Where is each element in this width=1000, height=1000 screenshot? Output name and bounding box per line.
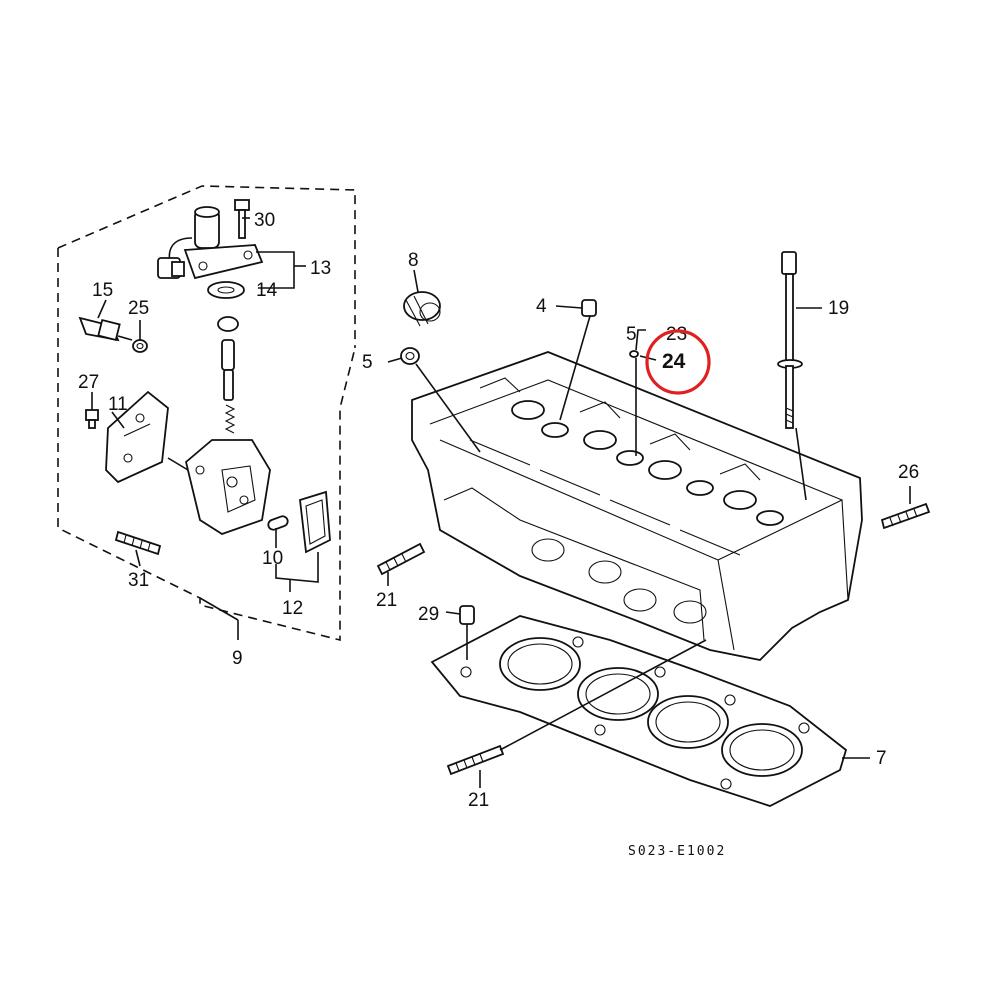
callout-27: 27 bbox=[78, 372, 99, 393]
callout-29: 29 bbox=[418, 604, 439, 625]
cylinder-head-drawing bbox=[411, 351, 863, 661]
callout-5b: 5 bbox=[626, 324, 637, 345]
callout-4: 4 bbox=[536, 296, 547, 317]
callout-7: 7 bbox=[876, 748, 887, 769]
head-bolt-drawing bbox=[777, 251, 803, 429]
callout-5a: 5 bbox=[362, 352, 373, 373]
callout-23: 23 bbox=[666, 324, 687, 345]
callout-14: 14 bbox=[256, 280, 278, 301]
callout-9: 9 bbox=[232, 648, 243, 669]
callout-13: 13 bbox=[310, 258, 331, 279]
callout-8: 8 bbox=[408, 250, 419, 271]
callout-11: 11 bbox=[108, 394, 128, 415]
drawing-code: S023-E1002 bbox=[628, 844, 726, 859]
callout-12: 12 bbox=[282, 598, 303, 619]
leader-lines bbox=[91, 217, 911, 788]
spool-valve-drawing bbox=[167, 316, 331, 554]
solenoid-assembly-drawing bbox=[157, 199, 264, 299]
callout-19: 19 bbox=[828, 298, 849, 319]
callouts: 30 13 14 15 25 27 11 31 10 12 9 8 4 5 5 … bbox=[78, 210, 919, 811]
stud-bolt-21-drawing bbox=[376, 542, 505, 776]
callout-26: 26 bbox=[898, 462, 919, 483]
stud-bolt-31-drawing bbox=[114, 530, 162, 556]
callout-25: 25 bbox=[128, 298, 149, 319]
head-gasket-drawing bbox=[430, 615, 848, 807]
dowel-pin-drawing bbox=[459, 605, 475, 625]
callout-21a: 21 bbox=[376, 590, 397, 611]
highlight-circle bbox=[645, 329, 711, 395]
callout-24: 24 bbox=[662, 350, 686, 373]
assembly-enclosure bbox=[57, 185, 356, 642]
callout-15: 15 bbox=[92, 280, 113, 301]
callout-30: 30 bbox=[254, 210, 275, 231]
callout-10: 10 bbox=[262, 548, 283, 569]
callout-21b: 21 bbox=[468, 790, 489, 811]
seal-8-drawing bbox=[403, 291, 441, 327]
oil-pressure-switch-drawing bbox=[78, 316, 148, 353]
bracket-drawing bbox=[85, 390, 169, 484]
callout-31: 31 bbox=[128, 570, 149, 591]
stud-bolt-26-drawing bbox=[880, 502, 931, 530]
